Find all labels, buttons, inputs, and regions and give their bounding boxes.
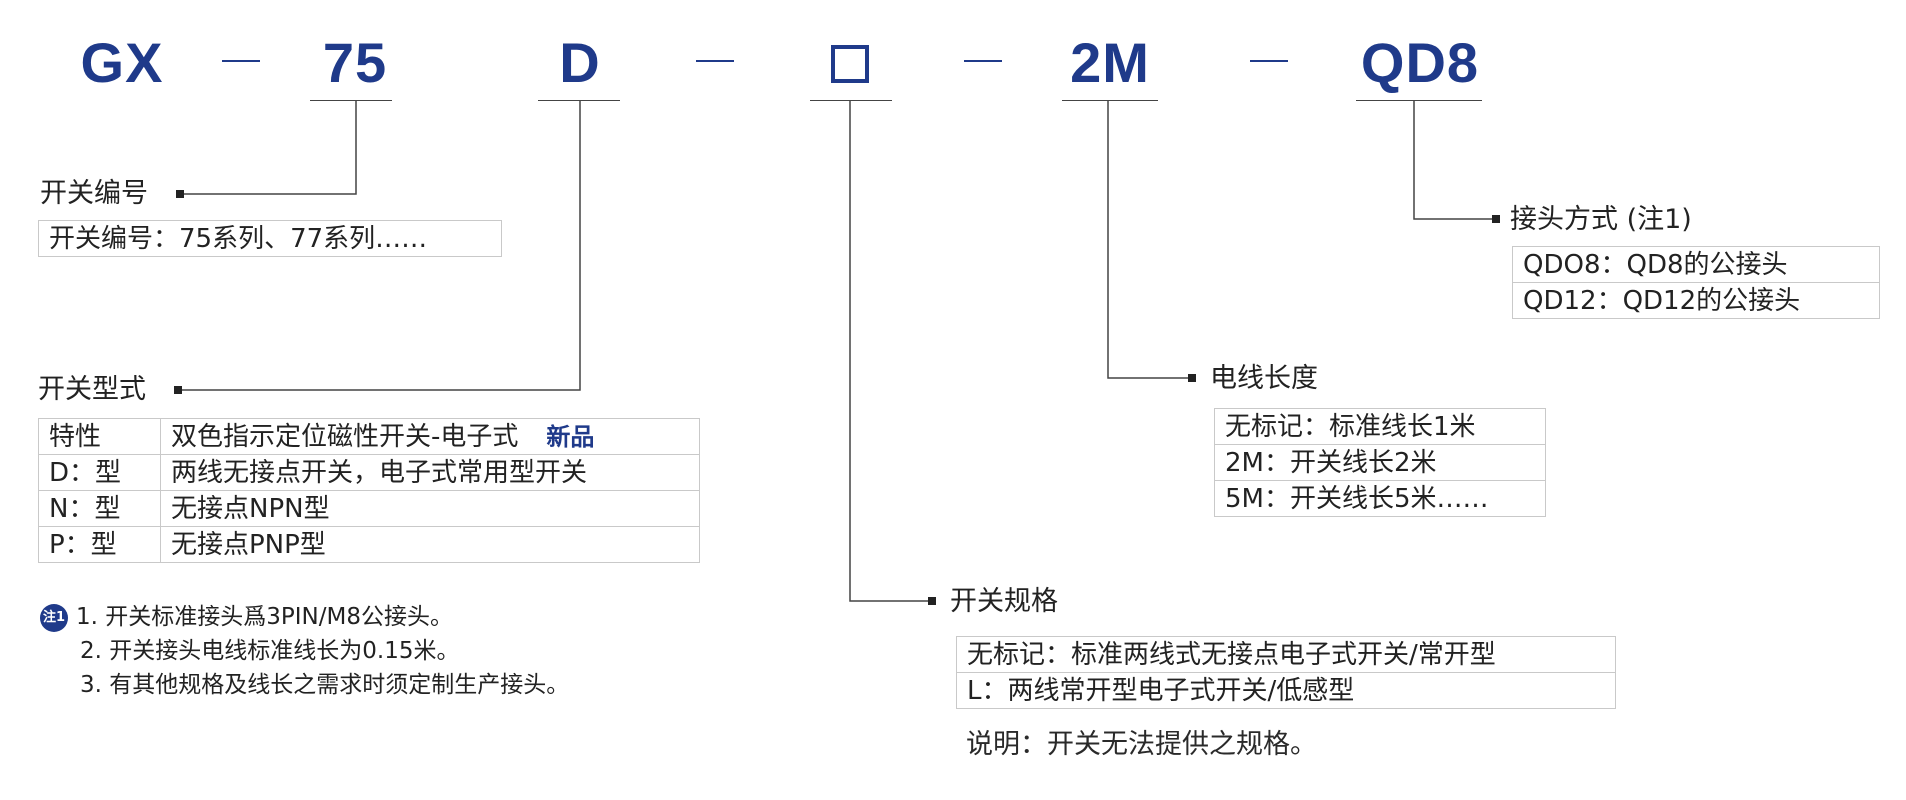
bullet-switch-spec (928, 597, 936, 605)
placeholder-square-icon (831, 45, 869, 84)
code-dash-2 (696, 60, 734, 62)
type-desc: 无接点NPN型 (160, 490, 700, 527)
bullet-wire-length (1188, 374, 1196, 382)
code-dash-3 (964, 60, 1002, 62)
connector-row: QD12：QD12的公接头 (1512, 282, 1880, 319)
wire-d (180, 101, 581, 391)
notes-block: 注1 1. 开关标准接头爲3PIN/M8公接头。 2. 开关接头电线标准线长为0.… (40, 600, 569, 702)
code-2m: 2M (1070, 31, 1150, 94)
connector-table: QDO8：QD8的公接头 QD12：QD12的公接头 (1512, 246, 1880, 319)
bullet-switch-type (174, 386, 182, 394)
table-row: QD12：QD12的公接头 (1512, 282, 1880, 319)
note-icon: 注1 (40, 603, 68, 632)
code-dash-4 (1250, 60, 1288, 62)
note-line-1: 注1 1. 开关标准接头爲3PIN/M8公接头。 (40, 600, 569, 634)
table-row: 无标记：标准两线式无接点电子式开关/常开型 (956, 636, 1616, 673)
type-desc-text: 双色指示定位磁性开关-电子式 (171, 421, 519, 452)
table-row: 2M：开关线长2米 (1214, 444, 1546, 481)
connector-label: 接头方式 (注1) (1510, 204, 1692, 235)
code-d-underline (538, 100, 620, 101)
spec-row: 无标记：标准两线式无接点电子式开关/常开型 (956, 636, 1616, 673)
table-row: N：型 无接点NPN型 (38, 490, 700, 527)
wire-length-label: 电线长度 (1210, 363, 1318, 394)
code-75: 75 (322, 31, 388, 94)
new-product-badge: 新品 (546, 422, 595, 451)
wire-spec (849, 101, 930, 602)
wire-length-row: 5M：开关线长5米…… (1214, 480, 1546, 517)
type-code: N：型 (38, 490, 161, 527)
wire-length-row: 2M：开关线长2米 (1214, 444, 1546, 481)
table-row: 5M：开关线长5米…… (1214, 480, 1546, 517)
code-2m-underline (1062, 100, 1158, 101)
switch-type-label: 开关型式 (38, 374, 146, 405)
connector-row: QDO8：QD8的公接头 (1512, 246, 1880, 283)
wire-length-table: 无标记：标准线长1米 2M：开关线长2米 5M：开关线长5米…… (1214, 408, 1546, 517)
wire-75 (182, 101, 357, 195)
table-row: P：型 无接点PNP型 (38, 526, 700, 563)
note-line-2: 2. 开关接头电线标准线长为0.15米。 (80, 638, 460, 664)
type-code: 特性 (38, 418, 161, 455)
note-line-3: 3. 有其他规格及线长之需求时须定制生产接头。 (80, 672, 570, 698)
note-text: 1. 开关标准接头爲3PIN/M8公接头。 (76, 604, 453, 630)
switch-number-label: 开关编号 (40, 178, 148, 209)
wire-qd8 (1413, 101, 1494, 220)
table-row: 特性 双色指示定位磁性开关-电子式新品 (38, 418, 700, 455)
table-row: D：型 两线无接点开关，电子式常用型开关 (38, 454, 700, 491)
type-desc: 双色指示定位磁性开关-电子式新品 (160, 418, 700, 455)
table-row: QDO8：QD8的公接头 (1512, 246, 1880, 283)
switch-number-table: 开关编号：75系列、77系列…… (38, 220, 502, 257)
type-code: P：型 (38, 526, 161, 563)
spec-row: L：两线常开型电子式开关/低感型 (956, 672, 1616, 709)
type-desc: 两线无接点开关，电子式常用型开关 (160, 454, 700, 491)
code-placeholder (810, 30, 890, 96)
table-row: L：两线常开型电子式开关/低感型 (956, 672, 1616, 709)
code-75-underline (310, 100, 392, 101)
code-placeholder-underline (810, 100, 892, 101)
switch-type-table: 特性 双色指示定位磁性开关-电子式新品 D：型 两线无接点开关，电子式常用型开关… (38, 418, 700, 563)
code-qd8-underline (1356, 100, 1482, 101)
code-d: D (559, 31, 601, 94)
bullet-connector (1492, 215, 1500, 223)
switch-spec-table: 无标记：标准两线式无接点电子式开关/常开型 L：两线常开型电子式开关/低感型 (956, 636, 1616, 709)
bullet-switch-number (176, 190, 184, 198)
wire-length-row: 无标记：标准线长1米 (1214, 408, 1546, 445)
code-dash-1 (222, 60, 260, 62)
switch-spec-label: 开关规格 (950, 586, 1058, 617)
type-code: D：型 (38, 454, 161, 491)
wire-2m (1107, 101, 1190, 379)
type-desc: 无接点PNP型 (160, 526, 700, 563)
code-qd8: QD8 (1360, 31, 1480, 94)
switch-number-row: 开关编号：75系列、77系列…… (38, 220, 502, 257)
switch-spec-remark: 说明：开关无法提供之规格。 (966, 729, 1317, 760)
code-gx: GX (80, 31, 164, 94)
table-row: 无标记：标准线长1米 (1214, 408, 1546, 445)
